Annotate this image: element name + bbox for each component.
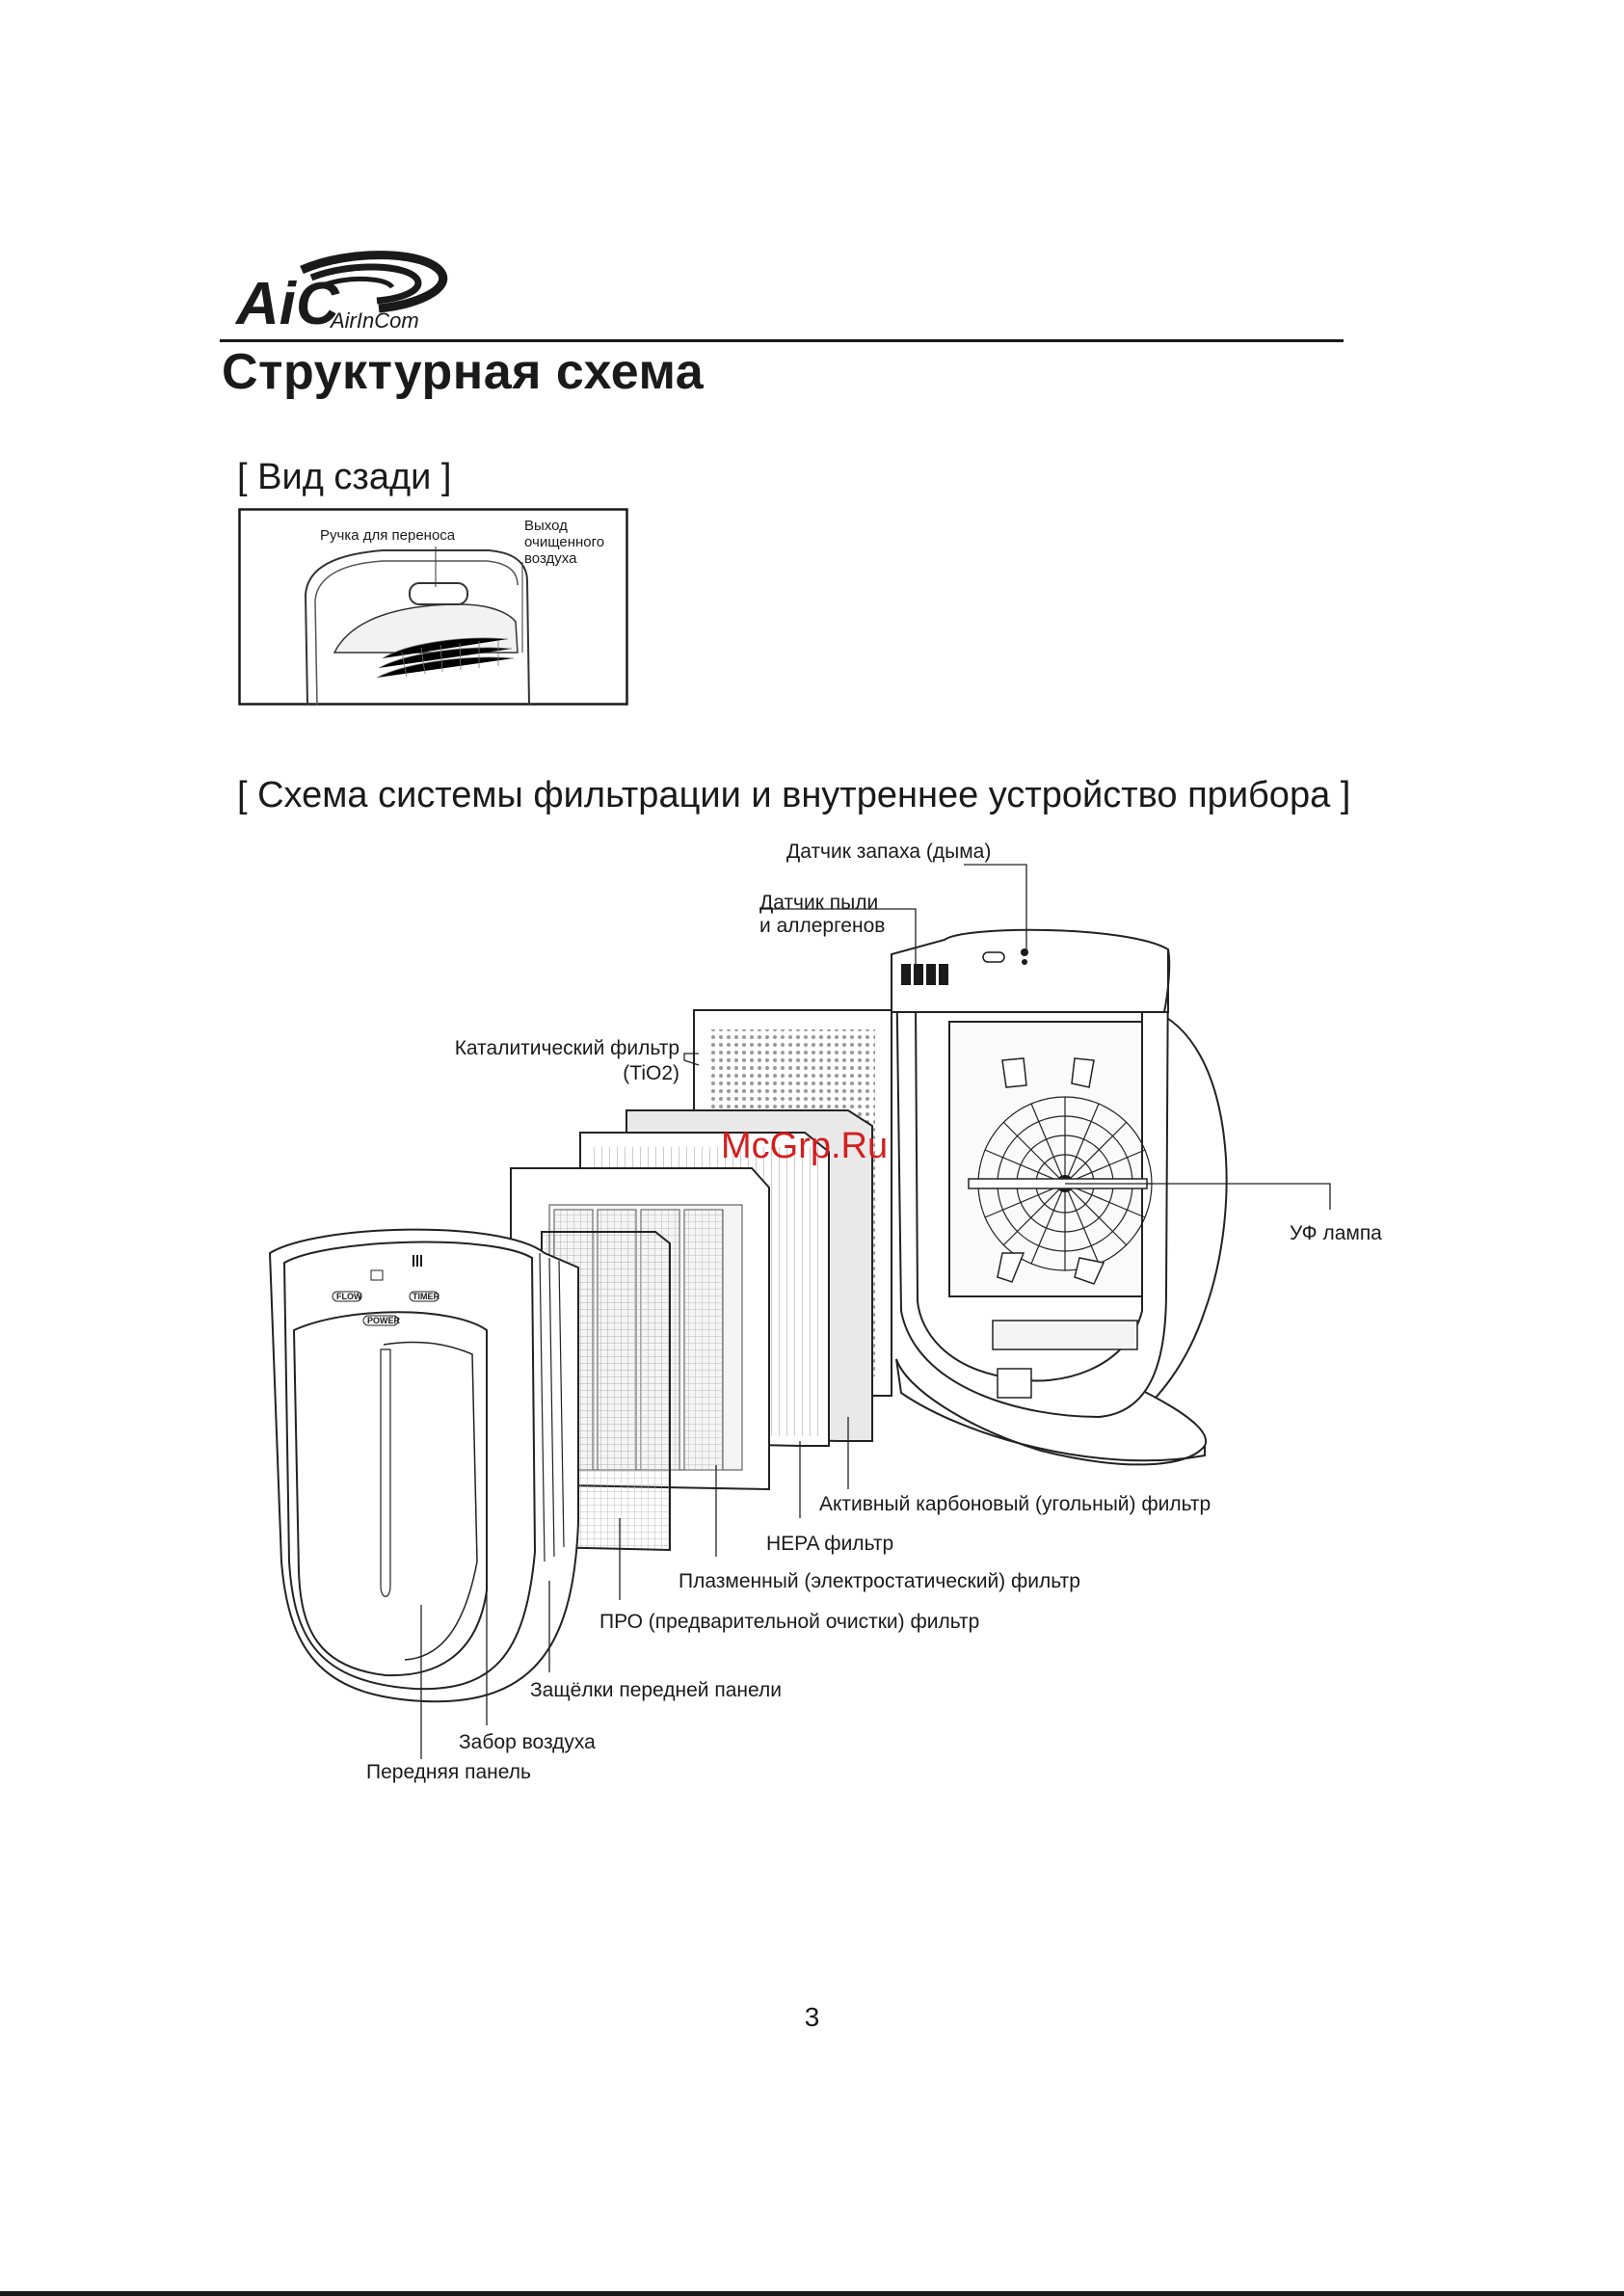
label-carbon-filter: Активный карбоновый (угольный) фильтр: [819, 1493, 1211, 1515]
front-panel: [268, 1228, 579, 1703]
rear-view-illustration: Ручка для переноса Выход очищенного возд…: [238, 508, 628, 706]
page-title: Структурная схема: [222, 344, 705, 400]
odor-sensor: [982, 948, 1028, 965]
rear-view-heading: [ Вид сзади ]: [237, 457, 452, 497]
control-panel: FLOW TIMER POWER: [332, 1255, 439, 1326]
label-front-panel: Передняя панель: [366, 1761, 531, 1783]
logo-text: AirInCom: [329, 308, 419, 332]
handle-label: Ручка для переноса: [320, 527, 456, 544]
label-dust-sensor: Датчик пыли и аллергенов: [759, 892, 886, 937]
label-pre-filter: ПРО (предварительной очистки) фильтр: [599, 1611, 980, 1633]
filtration-heading: [ Схема системы фильтрации и внутреннее …: [237, 775, 1351, 815]
label-odor-sensor: Датчик запаха (дыма): [786, 841, 992, 863]
leader-lines: [420, 864, 1331, 1759]
flow-button-label: FLOW: [336, 1292, 362, 1301]
label-catalytic-filter: Каталитический фильтр (TiO2): [454, 1037, 679, 1084]
svg-text:AiC: AiC: [234, 271, 340, 332]
timer-button-label: TIMER: [413, 1292, 439, 1301]
airincom-logo: AiC AirInCom: [234, 249, 456, 337]
label-air-intake: Забор воздуха: [459, 1731, 596, 1753]
label-plasma-filter: Плазменный (электростатический) фильтр: [679, 1570, 1080, 1592]
main-housing: [891, 928, 1228, 1466]
dust-sensor: [901, 964, 948, 985]
label-uv-lamp: УФ лампа: [1290, 1222, 1382, 1244]
label-front-latches: Защёлки передней панели: [530, 1679, 782, 1701]
label-hepa-filter: HEPA фильтр: [766, 1533, 894, 1555]
power-button-label: POWER: [367, 1316, 401, 1325]
bottom-edge-rule: [0, 2291, 1624, 2296]
page-number: 3: [804, 2002, 820, 2032]
watermark: McGrp.Ru: [721, 1126, 889, 1166]
outlet-label: Выход очищенного воздуха: [524, 518, 605, 567]
header-rule: [220, 339, 1344, 342]
